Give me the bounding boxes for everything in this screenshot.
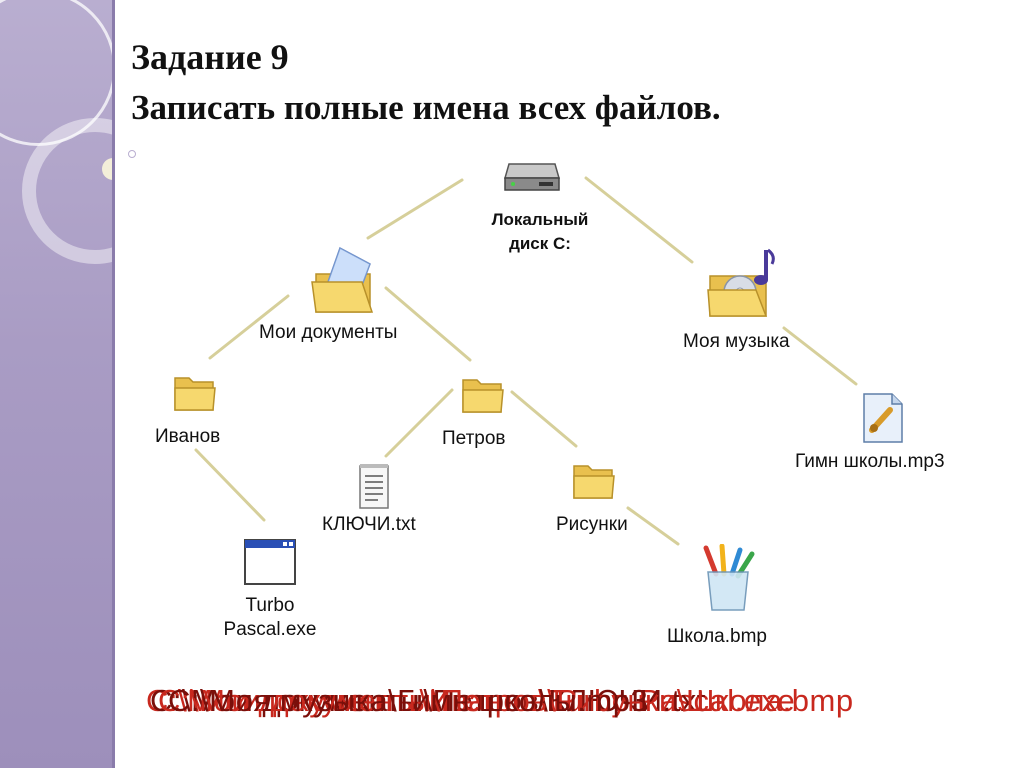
pictures-label: Рисунки xyxy=(556,514,628,535)
anthem-label: Гимн школы.mp3 xyxy=(795,451,945,472)
decorative-sidebar xyxy=(0,0,114,768)
connector-petrov-pictures xyxy=(510,390,578,448)
music-folder-icon[interactable] xyxy=(706,246,776,325)
folder-icon[interactable] xyxy=(572,458,616,505)
text-file-icon[interactable] xyxy=(358,462,392,515)
page-subtitle: Записать полные имена всех файлов. xyxy=(131,88,721,127)
disk-label: Локальный диск С: xyxy=(470,208,610,256)
application-window-icon[interactable] xyxy=(243,538,297,591)
disk-label-line1: Локальный xyxy=(491,210,589,229)
connector-disk-documents xyxy=(366,178,464,240)
decorative-dot xyxy=(128,150,136,158)
my-music-label: Моя музыка xyxy=(683,331,790,352)
turbo-label-line1: Turbo xyxy=(245,595,295,616)
audio-file-icon[interactable] xyxy=(860,392,906,449)
paint-brushes-icon[interactable] xyxy=(700,543,758,619)
folder-icon[interactable] xyxy=(461,372,505,419)
connector-documents-ivanov xyxy=(208,294,290,360)
disk-label-line2: диск С: xyxy=(509,234,571,253)
turbo-pascal-label: Turbo Pascal.exe xyxy=(200,594,340,642)
connector-pictures-school xyxy=(626,506,680,546)
school-bmp-label: Школа.bmp xyxy=(667,626,767,647)
page-title: Задание 9 xyxy=(131,37,289,77)
connector-ivanov-turbo xyxy=(194,448,266,522)
connector-music-anthem xyxy=(782,326,858,386)
petrov-label: Петров xyxy=(442,428,506,449)
turbo-label-line2: Pascal.exe xyxy=(223,619,317,640)
connector-disk-music xyxy=(584,176,694,264)
folder-icon[interactable] xyxy=(173,370,217,417)
documents-folder-icon[interactable] xyxy=(310,244,378,321)
ivanov-label: Иванов xyxy=(155,426,221,447)
connector-documents-petrov xyxy=(384,286,472,362)
keys-file-label: КЛЮЧИ.txt xyxy=(322,514,416,535)
my-documents-label: Мои документы xyxy=(259,322,398,343)
decorative-dot xyxy=(102,158,114,180)
sidebar-divider xyxy=(112,0,115,768)
hard-drive-icon[interactable] xyxy=(503,158,561,199)
connector-petrov-keys xyxy=(384,388,454,458)
